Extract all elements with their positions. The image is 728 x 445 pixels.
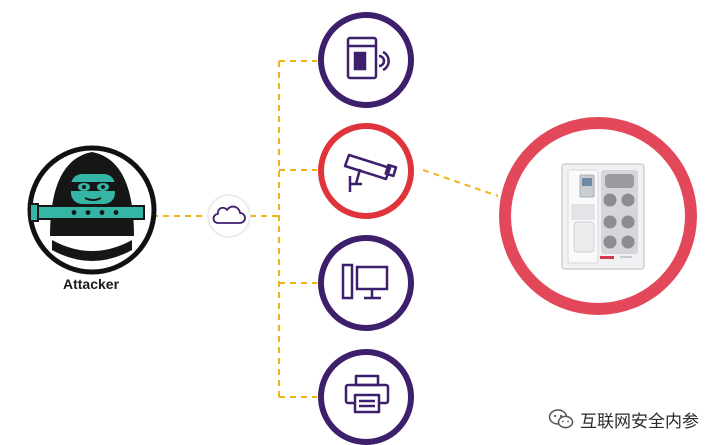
wifi-speaker-icon [346, 36, 390, 80]
watermark: 互联网安全内参 [548, 406, 699, 432]
target-analyzer-node [499, 117, 697, 315]
computer-monitor-icon [341, 263, 389, 300]
cloud-icon [212, 205, 246, 224]
camera-to-target-line [422, 169, 499, 197]
wechat-icon [548, 409, 574, 429]
printer-icon [344, 374, 390, 414]
device-printer-node [318, 349, 414, 445]
masked-attacker-with-flute-icon [29, 152, 145, 261]
device-camera-node [318, 123, 414, 219]
device-monitor-node [318, 235, 414, 331]
security-camera-icon [343, 153, 398, 192]
device-speaker-node [318, 12, 414, 108]
automated-blood-analyzer-icon [561, 163, 645, 270]
watermark-text: 互联网安全内参 [580, 411, 699, 432]
connector-lines [152, 60, 499, 398]
attacker-node [27, 145, 157, 275]
attacker-label: Attacker [62, 276, 120, 292]
cloud-node [207, 194, 251, 238]
